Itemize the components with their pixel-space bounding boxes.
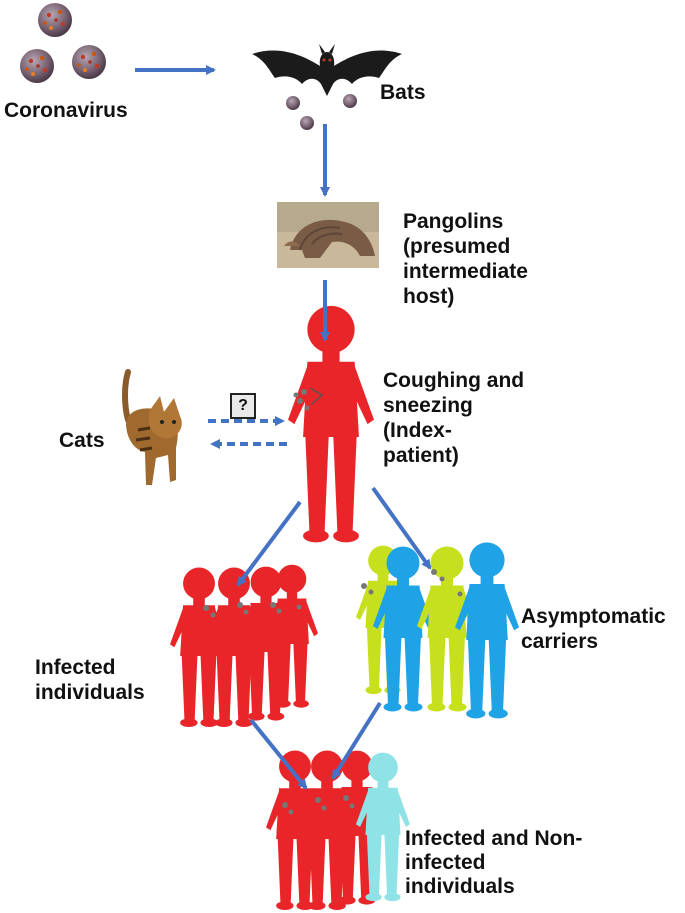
arrow-patient-to-infected xyxy=(236,500,302,587)
infected-individuals-group xyxy=(170,564,318,728)
infected-and-noninfected-label: Infected and Non- infected individuals xyxy=(405,827,583,898)
index-patient-label: Coughing and sneezing (Index- patient) xyxy=(383,369,525,467)
coronavirus-particles xyxy=(20,3,106,83)
infected-cough-particles xyxy=(203,602,302,618)
infected-and-noninfected-group xyxy=(266,750,410,911)
cats-label: Cats xyxy=(59,429,105,452)
virus-particle-icon xyxy=(38,3,72,37)
bats-label: Bats xyxy=(380,81,426,104)
virus-particle-icon xyxy=(20,49,54,83)
cat-icon xyxy=(122,369,182,485)
arrow-infected-to-final xyxy=(249,718,308,790)
pangolin-image xyxy=(277,202,379,268)
infected-individuals-label: Infected individuals xyxy=(35,656,145,704)
final-group-particles xyxy=(282,795,355,815)
pangolins-label: Pangolins (presumed intermediate host) xyxy=(403,210,528,308)
arrow-patient-to-carriers xyxy=(371,486,432,570)
flow-arrows xyxy=(135,65,432,790)
arrow-carriers-to-final xyxy=(331,701,382,780)
asymptomatic-carriers-label: Asymptomatic carriers xyxy=(521,605,666,653)
coronavirus-label: Coronavirus xyxy=(4,99,128,122)
question-mark-box: ? xyxy=(230,393,256,419)
bat-virus-particles xyxy=(286,94,357,130)
virus-particle-icon xyxy=(72,45,106,79)
bat-icon xyxy=(252,44,402,97)
asymptomatic-carriers-group xyxy=(356,542,519,719)
cough-particles xyxy=(293,387,324,411)
index-patient-figure xyxy=(288,305,374,543)
carrier-particles xyxy=(361,569,463,597)
